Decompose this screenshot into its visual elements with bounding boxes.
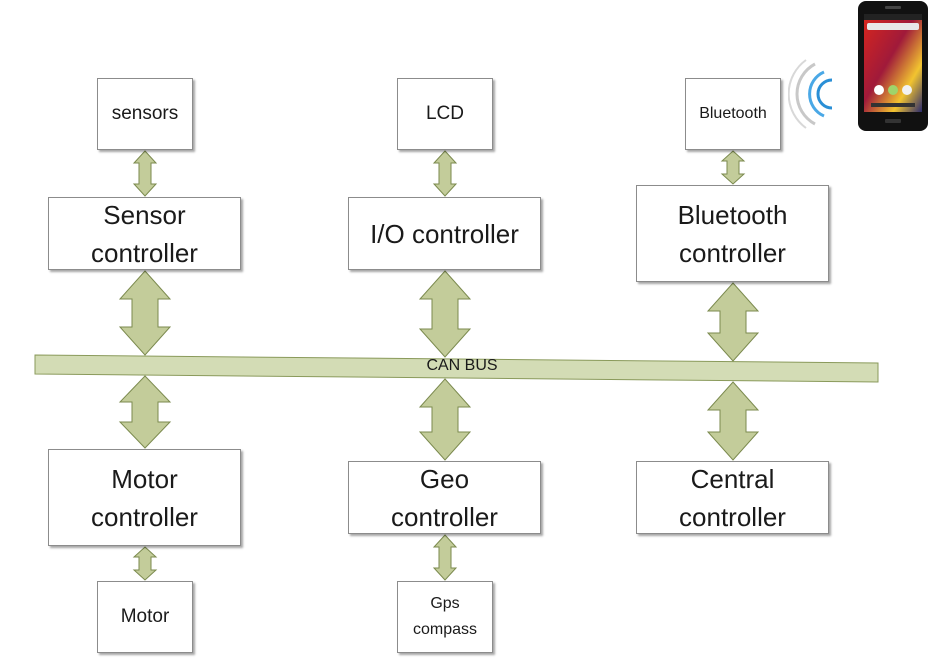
central-controller-bus-arrow <box>706 381 760 461</box>
io-controller-box: I/O controller <box>348 197 541 270</box>
sensors-box: sensors <box>97 78 193 150</box>
bluetooth-box: Bluetooth <box>685 78 781 150</box>
can-bus-band <box>34 354 879 383</box>
lcd-box: LCD <box>397 78 493 150</box>
sensors-label: sensors <box>111 103 179 124</box>
lcd-arrow <box>432 150 458 197</box>
sensor-controller-bus-arrow <box>118 270 172 356</box>
motor-box: Motor <box>97 581 193 653</box>
can-bus-label: CAN BUS <box>426 357 498 374</box>
bluetooth-arrow <box>720 150 746 185</box>
bluetooth-label: Bluetooth <box>699 105 767 122</box>
geo-controller-label: Geo controller <box>391 463 498 532</box>
wireless-signal-icon <box>788 59 833 129</box>
sensors-arrow <box>132 150 158 197</box>
smartphone-icon <box>858 1 928 131</box>
sensor-controller-label: Sensor controller <box>91 199 198 268</box>
motor-controller-box: Motor controller <box>48 449 241 546</box>
io-controller-label: I/O controller <box>370 218 519 249</box>
sensor-controller-box: Sensor controller <box>48 197 241 270</box>
bluetooth-controller-box: Bluetooth controller <box>636 185 829 282</box>
gps-arrow <box>432 534 458 581</box>
lcd-label: LCD <box>425 103 464 124</box>
bluetooth-controller-bus-arrow <box>706 282 760 362</box>
gps-compass-box: Gps compass <box>397 581 493 653</box>
geo-controller-bus-arrow <box>418 378 472 461</box>
motor-arrow <box>132 546 158 581</box>
gps-compass-label: Gps compass <box>412 595 478 638</box>
bluetooth-controller-label: Bluetooth controller <box>677 199 788 268</box>
geo-controller-box: Geo controller <box>348 461 541 534</box>
motor-controller-bus-arrow <box>118 375 172 449</box>
motor-controller-label: Motor controller <box>91 463 198 532</box>
io-controller-bus-arrow <box>418 270 472 358</box>
motor-label: Motor <box>120 606 170 627</box>
central-controller-label: Central controller <box>679 463 786 532</box>
central-controller-box: Central controller <box>636 461 829 534</box>
